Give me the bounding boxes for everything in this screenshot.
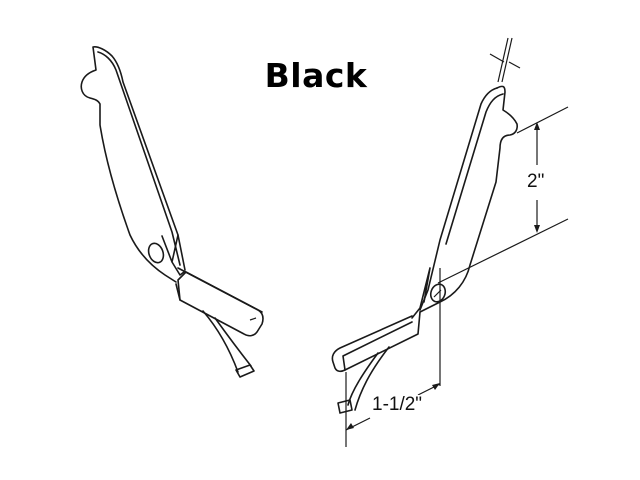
height-dimension-label: 2" <box>527 171 545 192</box>
color-title-text: Black <box>264 56 368 95</box>
width-dimension-label: 1-1/2" <box>372 394 423 415</box>
color-title: Black <box>0 56 640 95</box>
left-bracket <box>80 46 264 378</box>
right-bracket <box>331 37 569 447</box>
